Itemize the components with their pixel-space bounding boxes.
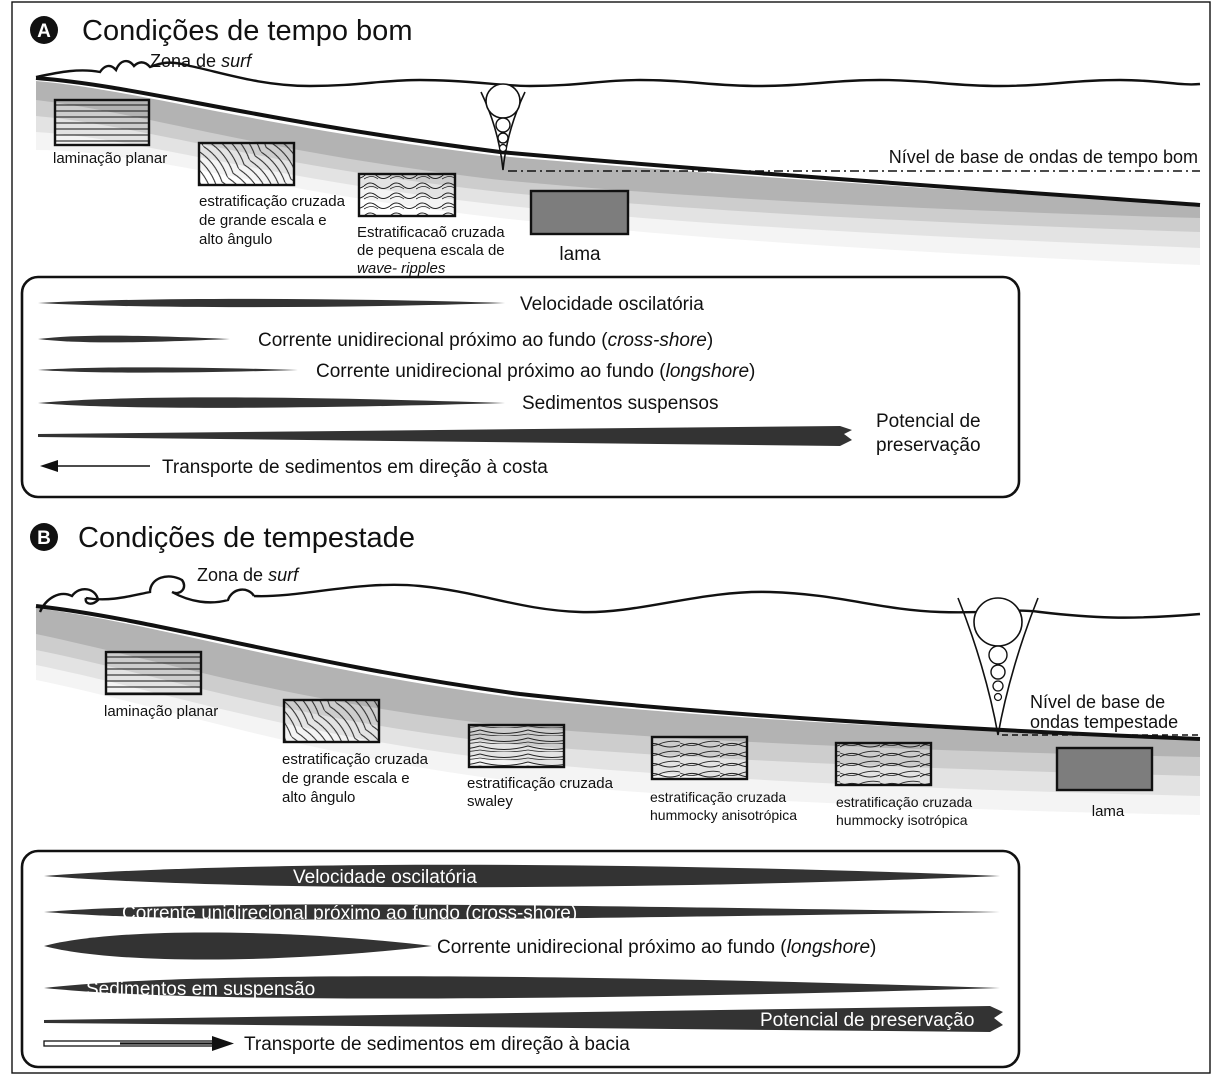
panel-a-bar-oscillatory <box>38 298 505 308</box>
panel-b-legend-preservation: Potencial de preservação <box>760 1010 974 1031</box>
panel-a-surf-label: Zona de surf <box>150 51 253 71</box>
panel-b-large-cross-label-3: alto ângulo <box>282 789 355 806</box>
panel-b-arrow-basinward <box>43 1036 234 1051</box>
panel-a-legend-preservation-1: Potencial de <box>876 411 981 432</box>
panel-b-legend-cross-shore: Corrente unidirecional próximo ao fundo … <box>122 903 577 924</box>
panel-b-bar-longshore <box>44 932 432 960</box>
panel-b-hcs-isotropic-label-2: hummocky isotrópica <box>836 812 968 828</box>
panel-b-title: Condições de tempestade <box>78 522 415 554</box>
panel-a-bar-longshore <box>38 367 298 373</box>
panel-a-legend-oscillatory: Velocidade oscilatória <box>520 294 704 315</box>
panel-a-arrow-shoreward <box>40 460 150 472</box>
panel-b-bar-cross-shore <box>44 904 1000 920</box>
panel-a-sea-surface <box>35 59 1201 88</box>
panel-b-letter-badge: B <box>30 523 58 551</box>
panel-a-small-cross-label-2: de pequena escala de <box>357 242 505 259</box>
panel-a-bar-cross-shore <box>38 335 230 343</box>
panel-a-legend-transport: Transporte de sedimentos em direção à co… <box>162 457 548 478</box>
panel-a-legend-suspended: Sedimentos suspensos <box>522 393 718 414</box>
panel-b-planar-lamination-box <box>104 650 203 696</box>
panel-a-small-cross-box <box>357 172 457 218</box>
panel-b-large-cross-label-2: de grande escala e <box>282 770 410 787</box>
panel-a-seafloor <box>35 76 1201 265</box>
panel-b-seafloor-line <box>35 604 1201 741</box>
panel-a-wave-orbitals <box>480 83 526 171</box>
panel-a-bar-suspended <box>38 397 505 408</box>
panel-b-hcs-isotropic-label-1: estratificação cruzada <box>836 794 972 810</box>
panel-b-swaley-box <box>467 723 566 769</box>
panel-a-large-cross-box <box>197 141 296 187</box>
panel-a-mud-box <box>529 189 630 236</box>
panel-a: A Condições de tempo bom Zona de surf Ní… <box>20 15 1201 499</box>
panel-b-large-cross-label-1: estratificação cruzada <box>282 751 429 768</box>
panel-a-bar-preservation <box>38 426 852 446</box>
panel-a-planar-lamination-label: laminação planar <box>53 150 167 167</box>
panel-b-bar-suspended <box>44 976 1000 999</box>
panel-a-base-level-label: Nível de base de ondas de tempo bom <box>889 147 1198 167</box>
panel-b-legend-longshore: Corrente unidirecional próximo ao fundo … <box>437 937 876 958</box>
panel-a-small-cross-label-3: wave- ripples <box>357 260 446 277</box>
panel-a-planar-lamination-box <box>53 98 151 147</box>
panel-a-large-cross-label-1: estratificação cruzada <box>199 193 346 210</box>
panel-a-legend-cross-shore: Corrente unidirecional próximo ao fundo … <box>258 330 713 351</box>
panel-a-legend-preservation-2: preservação <box>876 435 981 456</box>
panel-a-seafloor-line <box>35 76 1201 207</box>
panel-b-legend-oscillatory: Velocidade oscilatória <box>293 867 477 888</box>
panel-a-mud-label: lama <box>559 244 601 265</box>
panel-a-letter-badge: A <box>30 16 58 44</box>
panel-b-sea-surface <box>38 575 1201 619</box>
panel-b-hcs-anisotropic-label-2: hummocky anisotrópica <box>650 807 797 823</box>
panel-b-large-cross-box <box>282 698 381 744</box>
svg-text:A: A <box>37 21 51 42</box>
panel-a-title: Condições de tempo bom <box>82 15 412 47</box>
outer-frame <box>11 1 1211 1074</box>
panel-b-base-level-label-2: ondas tempestade <box>1030 712 1178 732</box>
panel-b-hcs-isotropic-box <box>834 741 933 787</box>
panel-a-large-cross-label-2: de grande escala e <box>199 212 327 229</box>
panel-b-bar-preservation <box>44 1006 1003 1032</box>
panel-b-bar-oscillatory <box>44 864 1000 888</box>
panel-b-hcs-anisotropic-box <box>650 735 749 781</box>
panel-b-mud-label: lama <box>1092 803 1125 820</box>
panel-b: B Condições de tempestade Zona de surf N… <box>20 522 1201 1069</box>
svg-text:B: B <box>37 528 51 549</box>
panel-b-hcs-anisotropic-label-1: estratificação cruzada <box>650 789 786 805</box>
panel-a-legend-longshore: Corrente unidirecional próximo ao fundo … <box>316 361 755 382</box>
panel-b-mud-box <box>1055 746 1154 792</box>
panel-b-swaley-label-1: estratificação cruzada <box>467 775 614 792</box>
panel-a-large-cross-label-3: alto ângulo <box>199 231 272 248</box>
panel-b-planar-lamination-label: laminação planar <box>104 703 218 720</box>
panel-b-legend-suspended: Sedimentos em suspensão <box>86 979 315 1000</box>
panel-b-wave-orbitals <box>957 597 1039 736</box>
panel-b-swaley-label-2: swaley <box>467 793 513 810</box>
panel-b-legend-transport: Transporte de sedimentos em direção à ba… <box>244 1034 630 1055</box>
panel-b-surf-label: Zona de surf <box>197 565 300 585</box>
panel-b-base-level-label-1: Nível de base de <box>1030 692 1165 712</box>
panel-a-small-cross-label-1: Estratificacaõ cruzada <box>357 224 505 241</box>
